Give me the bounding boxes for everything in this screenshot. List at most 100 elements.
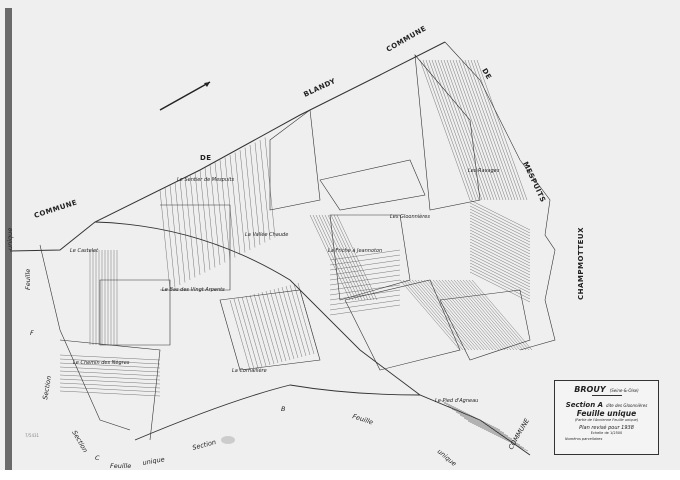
parcel-strip bbox=[461, 59, 513, 201]
parcel-strip bbox=[289, 284, 311, 356]
parcel-strip bbox=[469, 217, 531, 249]
parcel-strip bbox=[476, 59, 528, 201]
parcel-strip bbox=[293, 283, 315, 355]
parcel-strip bbox=[259, 139, 271, 241]
parcel-strip bbox=[447, 279, 509, 351]
label-feuille-b: Feuille bbox=[351, 412, 374, 426]
parcel-strip bbox=[469, 238, 531, 270]
parcel-strip bbox=[437, 59, 489, 201]
parcel-strip bbox=[329, 284, 401, 296]
parcel-strip bbox=[468, 279, 530, 351]
parcel-strip bbox=[455, 59, 507, 201]
parcel-strip bbox=[469, 235, 531, 267]
parcel-strip bbox=[59, 386, 161, 393]
parcel-strip bbox=[261, 291, 283, 363]
parcel-strip bbox=[273, 288, 295, 360]
parcel-strip bbox=[449, 59, 501, 201]
label-commune-se: COMMUNE bbox=[507, 416, 532, 451]
lieu-dit-cornaillere: La Cornaillère bbox=[232, 367, 267, 374]
parcel-strip bbox=[233, 298, 255, 370]
parcel-strip bbox=[309, 214, 351, 301]
parcel-strip bbox=[285, 285, 307, 357]
parcel-strip bbox=[329, 249, 401, 261]
label-section-c-letter: C bbox=[95, 454, 100, 462]
parcel-strip bbox=[169, 184, 181, 286]
parcel-strip bbox=[264, 137, 276, 238]
parcel-strip bbox=[444, 279, 506, 351]
parcel-strip bbox=[469, 265, 531, 297]
parcel-strip bbox=[253, 293, 275, 365]
parcel-strip bbox=[249, 144, 261, 246]
parcel-strip bbox=[229, 299, 251, 371]
parcel-strip bbox=[441, 279, 503, 351]
parcel-strip bbox=[463, 417, 525, 449]
label-de-west: DE bbox=[200, 154, 212, 162]
parcel-strip bbox=[329, 254, 401, 266]
parcel-strip bbox=[419, 59, 471, 201]
parcel-strip bbox=[434, 59, 486, 201]
parcel-strip bbox=[249, 294, 271, 366]
parcel-strip bbox=[59, 370, 161, 377]
road-north bbox=[9, 41, 446, 252]
parcel-strip bbox=[315, 214, 357, 301]
lieu-dit-ravages: Les Ravages bbox=[468, 168, 500, 174]
parcel-strip bbox=[59, 358, 161, 365]
parcel-strip bbox=[329, 294, 401, 306]
parcel-strip bbox=[469, 199, 531, 231]
parcel-strip bbox=[426, 279, 488, 351]
parcel-strip bbox=[399, 279, 461, 351]
parcel-strip bbox=[234, 152, 246, 253]
departement: (Seine-&-Oise) bbox=[609, 388, 639, 393]
parcel-strip bbox=[443, 402, 505, 434]
parcel-strip bbox=[425, 59, 477, 201]
cartouche-parcel-numbers: Numéros parcellaires bbox=[565, 437, 603, 441]
parcel-strip bbox=[459, 414, 521, 446]
label-feuille-f: Feuille bbox=[24, 269, 32, 290]
parcel-strip bbox=[438, 279, 500, 351]
parcel-strip bbox=[312, 214, 354, 301]
parcel-strip bbox=[439, 399, 501, 431]
parcel-strip bbox=[59, 366, 161, 373]
parcel-strip bbox=[453, 279, 515, 351]
parcel-strip bbox=[422, 59, 474, 201]
parcel-strip bbox=[469, 259, 531, 291]
label-unique-b: unique bbox=[436, 447, 458, 467]
parcel-strip bbox=[469, 232, 531, 264]
parcel-strip bbox=[469, 208, 531, 240]
ink-stamp bbox=[221, 436, 235, 444]
label-section-c: Section bbox=[70, 429, 89, 454]
parcel-strip bbox=[179, 179, 191, 281]
parcel-strip bbox=[329, 259, 401, 271]
parcel-strip bbox=[435, 279, 497, 351]
label-section-b: Section bbox=[191, 438, 216, 452]
parcel-strip bbox=[469, 205, 531, 237]
commune-name: BROUY bbox=[574, 385, 606, 394]
parcel-strip bbox=[459, 279, 521, 351]
label-section-f-letter: F bbox=[30, 329, 34, 337]
parcel-strip bbox=[333, 214, 375, 301]
north-arrow-icon bbox=[159, 81, 211, 111]
parcel-strip bbox=[184, 177, 196, 278]
parcel-strip bbox=[443, 59, 495, 201]
parcel-strip bbox=[277, 287, 299, 359]
lieu-dit-sentier-mespuits: Le Sentier de Mespuits bbox=[177, 177, 234, 183]
cartouche-note: (Partie de l'Ancienne Feuille unique) bbox=[574, 418, 639, 422]
parcel-strip bbox=[469, 202, 531, 234]
parcel-strip bbox=[321, 214, 363, 301]
parcel-strip bbox=[469, 253, 531, 285]
parcel-strip bbox=[219, 159, 231, 261]
parcel-strip bbox=[455, 411, 517, 443]
parcel-strip bbox=[402, 279, 464, 351]
parcel-strip bbox=[330, 214, 372, 301]
parcel-strip bbox=[420, 279, 482, 351]
lieu-dit-vingt-arpents: Le Bas des Vingt Arpents bbox=[162, 287, 225, 293]
boundary-east bbox=[444, 41, 556, 351]
label-commune-north: COMMUNE bbox=[385, 24, 428, 53]
parcel-strip bbox=[329, 289, 401, 301]
label-unique-c: unique bbox=[142, 455, 165, 467]
parcel-strip bbox=[464, 59, 516, 201]
cartouche-feuille: Feuille unique bbox=[576, 409, 637, 418]
parcel-strip bbox=[414, 279, 476, 351]
parcel-strip bbox=[462, 279, 524, 351]
label-section-b-letter: B bbox=[281, 405, 286, 413]
